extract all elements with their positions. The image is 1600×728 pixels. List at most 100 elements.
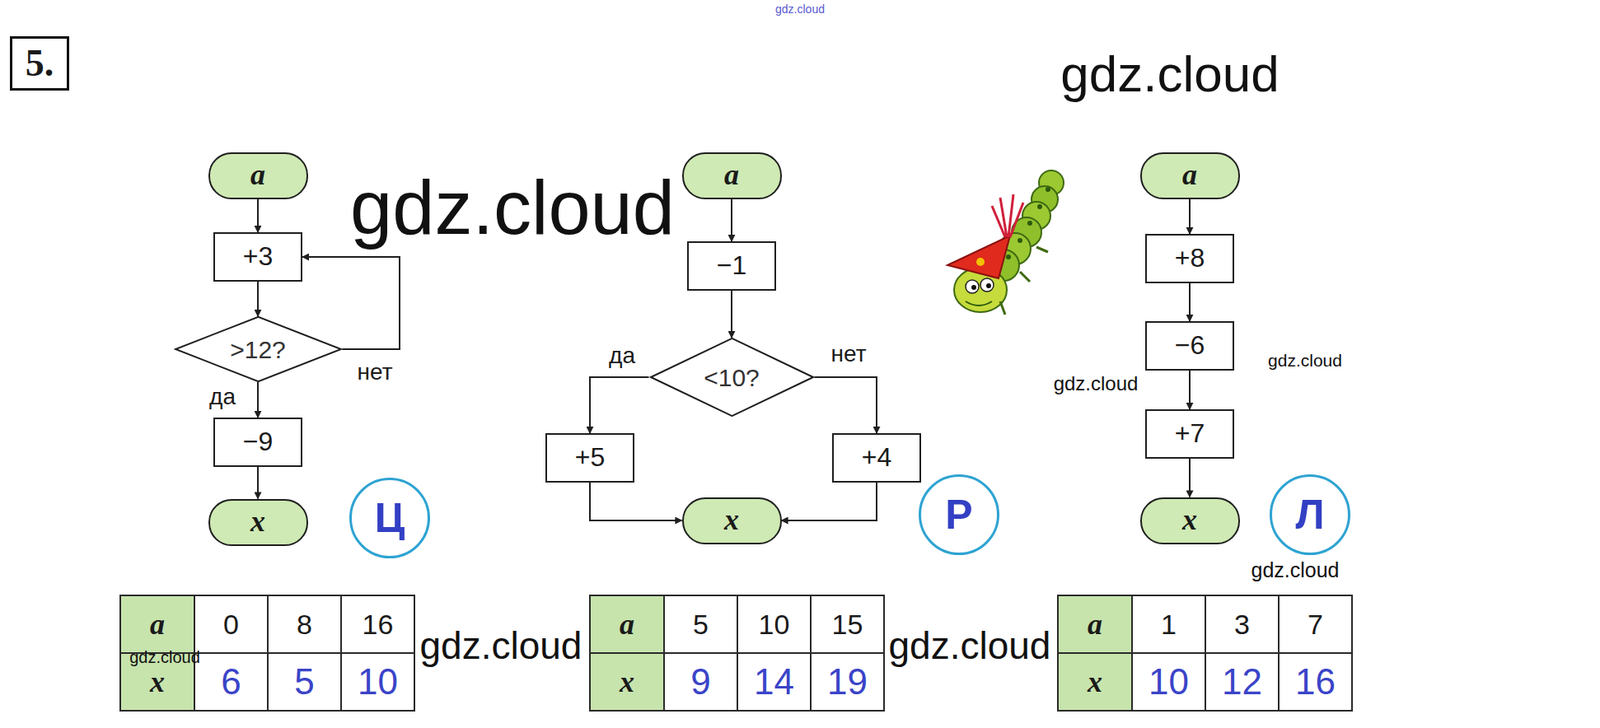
cell-text: 15 bbox=[832, 610, 864, 639]
table-cell: 0 bbox=[193, 594, 269, 655]
cell-text: x bbox=[149, 667, 165, 698]
watermark: gdz.cloud bbox=[1267, 351, 1343, 370]
table-header-cell: a bbox=[589, 594, 665, 655]
cell-text: a bbox=[149, 609, 165, 640]
decision-diamond: <10? bbox=[649, 337, 815, 417]
table-cell: 5 bbox=[266, 652, 342, 712]
flow-arrow bbox=[257, 467, 259, 500]
cell-text: 10 bbox=[357, 664, 398, 701]
node-text: x bbox=[250, 505, 266, 539]
task-number-box: 5. bbox=[9, 36, 70, 91]
table-cell: 15 bbox=[809, 594, 885, 655]
flow-arrow bbox=[781, 482, 878, 521]
branch-label: да bbox=[206, 384, 239, 411]
flow-arrow bbox=[589, 377, 650, 434]
table-header-cell: a bbox=[1057, 594, 1133, 655]
table-cell: 10 bbox=[1131, 652, 1207, 712]
table-header-cell: x bbox=[1057, 652, 1133, 712]
node-text: −9 bbox=[243, 427, 273, 457]
cell-text: 16 bbox=[1295, 664, 1336, 701]
table-cell: 9 bbox=[663, 652, 739, 712]
decision-diamond: >12? bbox=[173, 316, 343, 383]
watermark: gdz.cloud bbox=[350, 169, 675, 246]
flow-arrow bbox=[589, 482, 683, 521]
terminal-oval: x bbox=[208, 499, 309, 547]
process-box: −6 bbox=[1145, 321, 1235, 371]
cell-text: 10 bbox=[758, 610, 791, 639]
flow-arrow bbox=[1188, 199, 1191, 235]
caterpillar-illustration bbox=[947, 170, 1064, 315]
cell-text: 0 bbox=[223, 610, 239, 639]
cell-text: x bbox=[619, 667, 635, 698]
terminal-oval: a bbox=[208, 152, 309, 200]
watermark: gdz.cloud bbox=[888, 626, 1052, 665]
process-box: −1 bbox=[687, 241, 777, 291]
process-box: +4 bbox=[832, 433, 922, 483]
watermark: gdz.cloud bbox=[1250, 560, 1339, 581]
table-cell: 5 bbox=[663, 594, 739, 655]
flow-arrow bbox=[257, 281, 259, 317]
cell-text: 7 bbox=[1307, 610, 1324, 639]
cell-text: a bbox=[1087, 609, 1103, 640]
cell-text: a bbox=[619, 609, 635, 640]
node-text: −1 bbox=[716, 251, 747, 281]
flow-arrow bbox=[730, 199, 733, 243]
cell-text: 1 bbox=[1160, 610, 1177, 639]
cell-text: 16 bbox=[362, 610, 394, 639]
node-text: x bbox=[724, 504, 740, 538]
flow-arrow bbox=[1188, 458, 1191, 498]
cell-text: 5 bbox=[692, 610, 709, 639]
process-box: +3 bbox=[213, 232, 303, 282]
terminal-oval: x bbox=[1140, 497, 1240, 545]
cell-text: x bbox=[1087, 667, 1103, 698]
letter-circle: Р bbox=[918, 474, 1000, 556]
table-cell: 6 bbox=[193, 652, 269, 712]
branch-label: да bbox=[606, 343, 638, 370]
cell-text: 14 bbox=[753, 664, 795, 701]
table-header-cell: a bbox=[119, 594, 196, 655]
node-text: +8 bbox=[1174, 243, 1205, 273]
node-text: a bbox=[250, 159, 266, 192]
cell-text: 19 bbox=[827, 664, 868, 701]
letter-circle: Л bbox=[1269, 474, 1351, 556]
process-box: +5 bbox=[545, 433, 635, 483]
flow-arrow bbox=[257, 199, 259, 234]
flow-arrow bbox=[1188, 283, 1191, 322]
table-cell: 14 bbox=[736, 652, 812, 712]
node-text: a bbox=[1182, 159, 1198, 192]
table-cell: 12 bbox=[1204, 652, 1280, 712]
watermark: gdz.cloud bbox=[1060, 48, 1279, 100]
table-cell: 3 bbox=[1204, 594, 1280, 655]
node-text: +5 bbox=[575, 443, 605, 473]
watermark: gdz.cloud bbox=[420, 626, 583, 665]
cell-text: 6 bbox=[220, 664, 241, 701]
node-text: Л bbox=[1295, 492, 1324, 539]
table-cell: 1 bbox=[1131, 594, 1207, 655]
node-text: x bbox=[1182, 504, 1198, 538]
letter-circle: Ц bbox=[349, 477, 431, 559]
node-text: +7 bbox=[1174, 419, 1205, 449]
node-text: 5. bbox=[25, 42, 55, 85]
branch-label: нет bbox=[828, 341, 870, 368]
cell-text: 3 bbox=[1234, 610, 1250, 639]
process-box: +8 bbox=[1145, 233, 1235, 284]
watermark: gdz.cloud bbox=[775, 3, 825, 15]
table-cell: 16 bbox=[1277, 652, 1353, 712]
cell-text: 10 bbox=[1148, 664, 1189, 701]
node-text: +3 bbox=[243, 242, 273, 272]
node-text: Р bbox=[945, 492, 973, 539]
cell-text: 9 bbox=[690, 664, 711, 701]
watermark: gdz.cloud bbox=[129, 649, 201, 666]
cell-text: 12 bbox=[1221, 664, 1263, 701]
table-cell: 10 bbox=[736, 594, 812, 655]
flow-arrow bbox=[730, 290, 733, 338]
table-cell: 19 bbox=[809, 652, 885, 712]
table-header-cell: x bbox=[589, 652, 665, 712]
node-text: a bbox=[724, 159, 740, 192]
cell-text: 8 bbox=[296, 610, 313, 639]
node-text: >12? bbox=[229, 336, 286, 364]
flow-arrow bbox=[257, 382, 259, 418]
flow-arrow bbox=[814, 377, 878, 434]
